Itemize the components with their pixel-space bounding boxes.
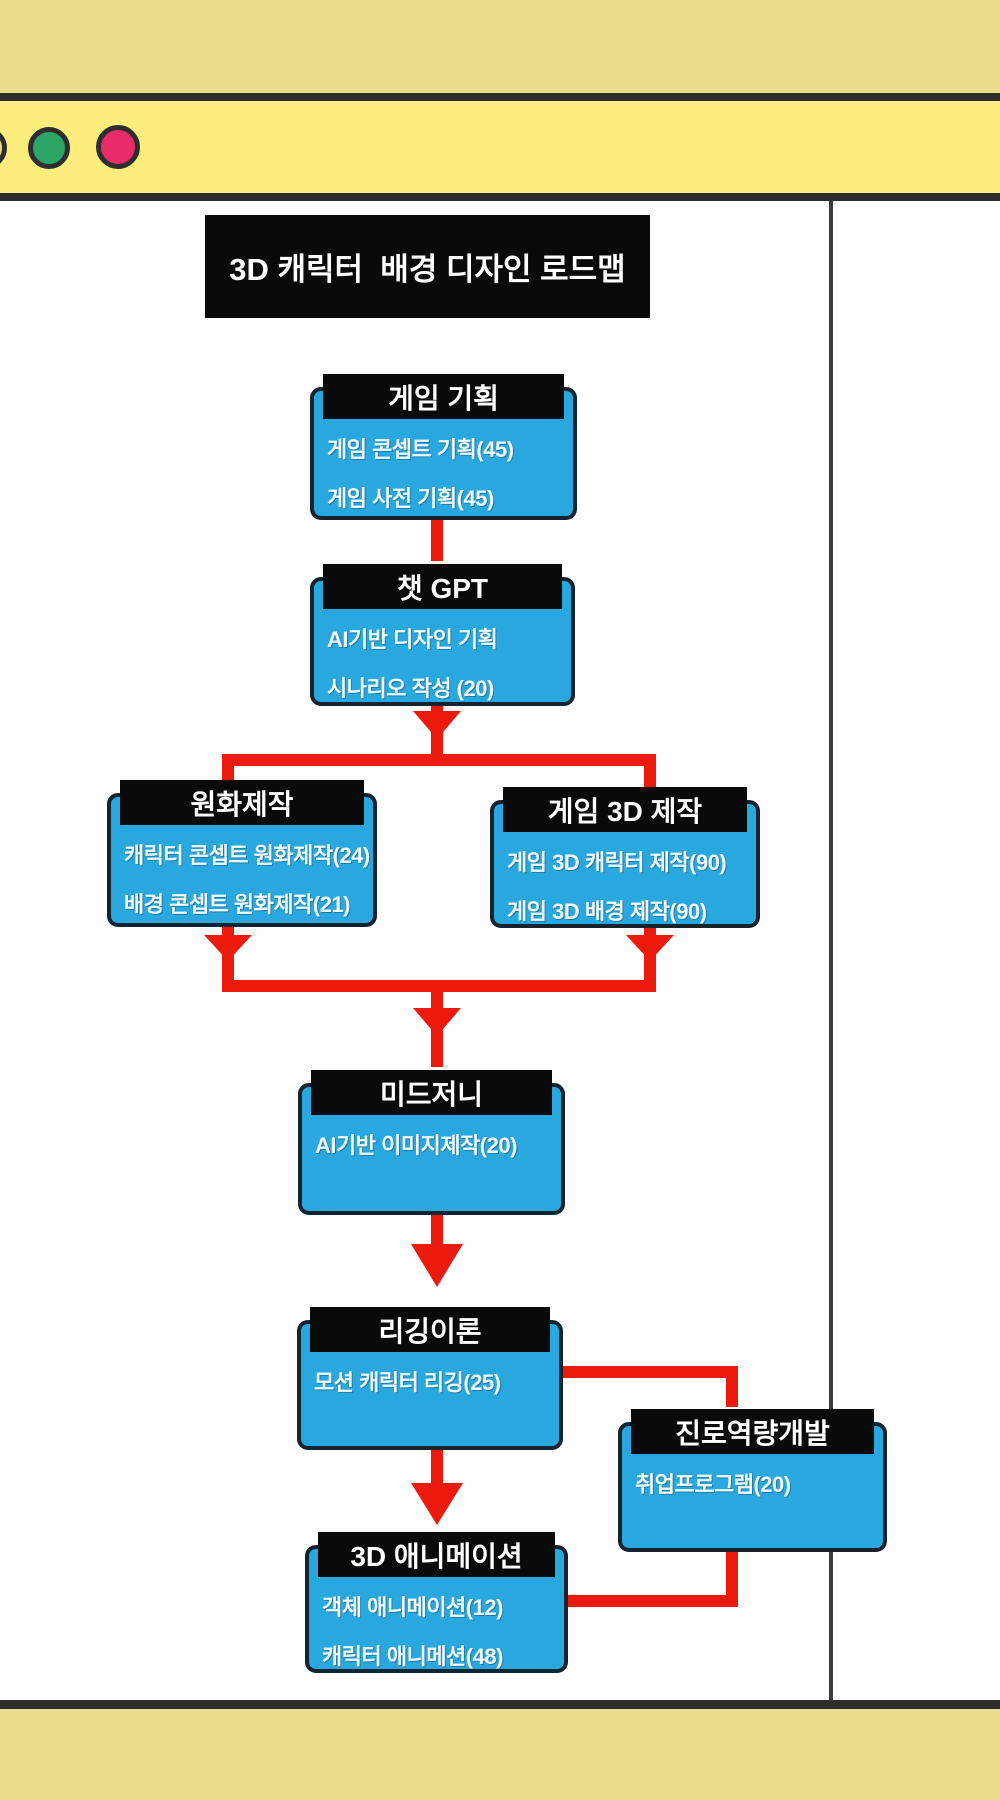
node-title: 리깅이론 (310, 1307, 550, 1352)
node-line: 게임 사전 기획(45) (327, 486, 494, 511)
flow-node-game-planning: 게임 기획 게임 콘셉트 기획(45) 게임 사전 기획(45) (310, 374, 577, 523)
node-line: AI기반 이미지제작(20) (315, 1133, 517, 1158)
page-title: 3D 캐릭터 배경 디자인 로드맵 (205, 215, 650, 318)
flow-node-career: 진로역량개발 취업프로그램(20) (618, 1409, 887, 1552)
node-body: 캐릭터 콘셉트 원화제작(24) 배경 콘셉트 원화제작(21) (124, 831, 370, 929)
node-body: 모션 캐릭터 리깅(25) (314, 1358, 555, 1407)
flow-node-animation-3d: 3D 애니메이션 객체 애니메이션(12) 캐릭터 애니메션(48) (305, 1532, 568, 1673)
node-title: 챗 GPT (323, 564, 562, 609)
node-body: 취업프로그램(20) (635, 1460, 879, 1509)
flow-node-concept-art: 원화제작 캐릭터 콘셉트 원화제작(24) 배경 콘셉트 원화제작(21) (107, 780, 377, 929)
node-title: 게임 기획 (323, 374, 564, 419)
node-line: 게임 콘셉트 기획(45) (327, 437, 514, 462)
node-line: 게임 3D 배경 제작(90) (507, 899, 707, 924)
node-title: 미드저니 (311, 1070, 552, 1115)
node-title: 원화제작 (120, 780, 364, 825)
chrome-divider-bottom (0, 1700, 1000, 1709)
node-title: 진로역량개발 (631, 1409, 874, 1454)
node-line: AI기반 디자인 기획 (327, 627, 498, 652)
top-yellow-band (0, 0, 1000, 93)
node-body: 게임 콘셉트 기획(45) 게임 사전 기획(45) (327, 425, 569, 523)
node-line: 게임 3D 캐릭터 제작(90) (507, 850, 727, 875)
node-line: 취업프로그램(20) (635, 1472, 791, 1497)
node-line: 캐릭터 콘셉트 원화제작(24) (124, 843, 370, 868)
node-body: 게임 3D 캐릭터 제작(90) 게임 3D 배경 제작(90) (507, 838, 752, 936)
node-body: AI기반 이미지제작(20) (315, 1121, 557, 1170)
node-line: 시나리오 작성 (20) (327, 676, 494, 701)
node-line: 배경 콘셉트 원화제작(21) (124, 892, 351, 917)
flow-node-game-3d: 게임 3D 제작 게임 3D 캐릭터 제작(90) 게임 3D 배경 제작(90) (490, 787, 760, 928)
chrome-divider-top (0, 93, 1000, 101)
window-control-pink-icon (96, 125, 140, 169)
node-line: 캐릭터 애니메션(48) (322, 1644, 503, 1669)
chrome-divider-mid (0, 193, 1000, 201)
node-line: 모션 캐릭터 리깅(25) (314, 1370, 501, 1395)
node-title: 게임 3D 제작 (503, 787, 747, 832)
node-body: 객체 애니메이션(12) 캐릭터 애니메션(48) (322, 1583, 560, 1681)
flow-node-midjourney: 미드저니 AI기반 이미지제작(20) (298, 1070, 565, 1215)
flow-node-rigging: 리깅이론 모션 캐릭터 리깅(25) (297, 1307, 563, 1450)
bottom-yellow-band (0, 1709, 1000, 1800)
window-control-green-icon (28, 127, 70, 169)
window-right-border (829, 201, 833, 1700)
browser-tab-bar (0, 101, 1000, 193)
node-title: 3D 애니메이션 (318, 1532, 555, 1577)
node-line: 객체 애니메이션(12) (322, 1595, 503, 1620)
